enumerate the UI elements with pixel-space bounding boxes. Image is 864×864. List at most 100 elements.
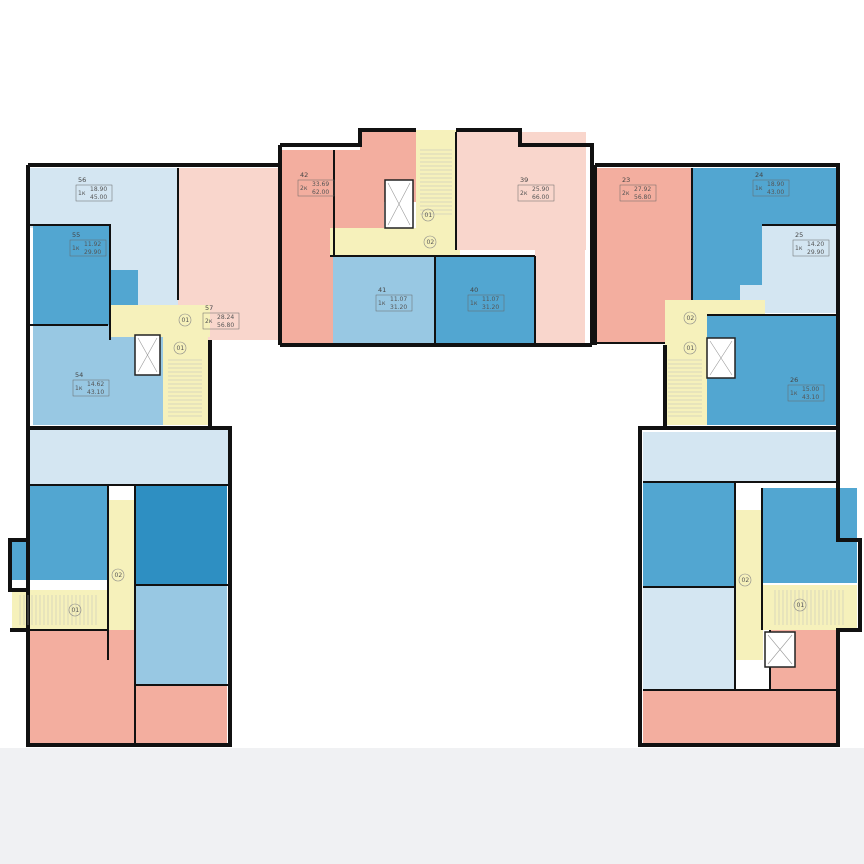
apartment-living-area: 27.92 — [634, 186, 651, 193]
apartment-living-area: 18.90 — [90, 186, 107, 193]
apartment-type: 1к — [378, 300, 386, 307]
room-number: 01 — [687, 345, 695, 352]
apartment-label-box — [75, 184, 113, 202]
exterior-wall — [8, 426, 232, 747]
apartment-living-area: 14.20 — [807, 241, 824, 248]
apartment-living-area: 15.00 — [802, 386, 819, 393]
room-number-circle — [738, 573, 752, 587]
apartment-living-area: 11.07 — [482, 296, 499, 303]
apartment-left-lower-5 — [30, 630, 135, 745]
apartment-type: 1к — [78, 190, 86, 197]
room-number-circle — [111, 568, 125, 582]
apartment-number: 42 — [300, 171, 308, 179]
apartment-label-box — [787, 384, 825, 402]
room-number: 01 — [797, 602, 805, 609]
apartment-type: 1к — [795, 245, 803, 252]
apartment-type: 1к — [755, 185, 763, 192]
elevator-cross — [709, 340, 733, 376]
apartment-number: 54 — [75, 371, 83, 379]
apartment-label-box — [619, 184, 657, 202]
apartment-living-area: 28.24 — [217, 314, 234, 321]
apartment-number: 25 — [795, 231, 803, 239]
apartment-type: 2к — [205, 318, 213, 325]
apartment-number: 24 — [755, 171, 763, 179]
apartment-right-lower-2 — [643, 482, 735, 587]
room-number: 01 — [182, 317, 190, 324]
apartment-label-box — [72, 379, 110, 397]
apartment-25 — [762, 225, 837, 295]
apartment-39-room — [535, 248, 585, 345]
room-number: 02 — [742, 577, 750, 584]
apartment-total-area: 29.90 — [807, 249, 824, 256]
elevator-cross — [767, 634, 793, 665]
exterior-wall — [638, 426, 862, 747]
apartment-label-box — [792, 239, 830, 257]
apartment-number: 40 — [470, 286, 478, 294]
apartment-living-area: 18.90 — [767, 181, 784, 188]
apartment-total-area: 43.10 — [87, 389, 104, 396]
apartment-total-area: 56.80 — [634, 194, 651, 201]
apartment-right-lower-4 — [643, 587, 735, 690]
room-number-circle — [423, 235, 437, 249]
apartment-type: 2к — [300, 185, 308, 192]
apartment-left-lower-4 — [135, 585, 227, 685]
apartment-number: 39 — [520, 176, 528, 184]
apartment-total-area: 43.00 — [767, 189, 784, 196]
apartment-number: 26 — [790, 376, 798, 384]
room-number-circle — [173, 341, 187, 355]
apartment-living-area: 25.90 — [532, 186, 549, 193]
apartment-label-box — [69, 239, 107, 257]
stair-right-lower — [762, 585, 857, 630]
apartment-type: 1к — [72, 245, 80, 252]
apartment-label-box — [375, 294, 413, 312]
room-number-circle — [68, 603, 82, 617]
apartment-type: 2к — [622, 190, 630, 197]
apartment-label-box — [517, 184, 555, 202]
apartment-type: 1к — [75, 385, 83, 392]
interior-wall — [30, 224, 111, 325]
corridor-right-lower — [735, 510, 763, 660]
room-number-circle — [178, 313, 192, 327]
room-number-circle — [421, 208, 435, 222]
apartment-57 — [178, 168, 280, 308]
room-number: 01 — [425, 212, 433, 219]
apartment-living-area: 11.07 — [390, 296, 407, 303]
exterior-wall — [278, 128, 594, 347]
apartment-left-lower-1 — [30, 430, 228, 485]
apartment-57-room — [200, 300, 280, 340]
room-number: 02 — [427, 239, 435, 246]
apartment-total-area: 31.20 — [482, 304, 499, 311]
apartment-24 — [692, 168, 837, 228]
apartment-label-box — [752, 179, 790, 197]
apartment-39 — [456, 132, 586, 250]
apartment-total-area: 29.90 — [84, 249, 101, 256]
room-number: 01 — [177, 345, 185, 352]
apartment-left-lower-2 — [30, 485, 108, 580]
apartment-label-box — [297, 179, 335, 197]
apartment-type: 1к — [470, 300, 478, 307]
apartment-number: 55 — [72, 231, 80, 239]
apartment-left-lower-2-bay — [12, 540, 34, 580]
apartment-55 — [33, 225, 110, 325]
room-number-circle — [793, 598, 807, 612]
background-band — [0, 748, 864, 864]
apartment-number: 41 — [378, 286, 386, 294]
stair-center — [416, 130, 456, 230]
apartment-type: 1к — [790, 390, 798, 397]
apartment-number: 56 — [78, 176, 86, 184]
apartment-total-area: 62.00 — [312, 189, 329, 196]
elevator-cross — [137, 337, 158, 373]
apartment-type: 2к — [520, 190, 528, 197]
room-number: 02 — [687, 315, 695, 322]
